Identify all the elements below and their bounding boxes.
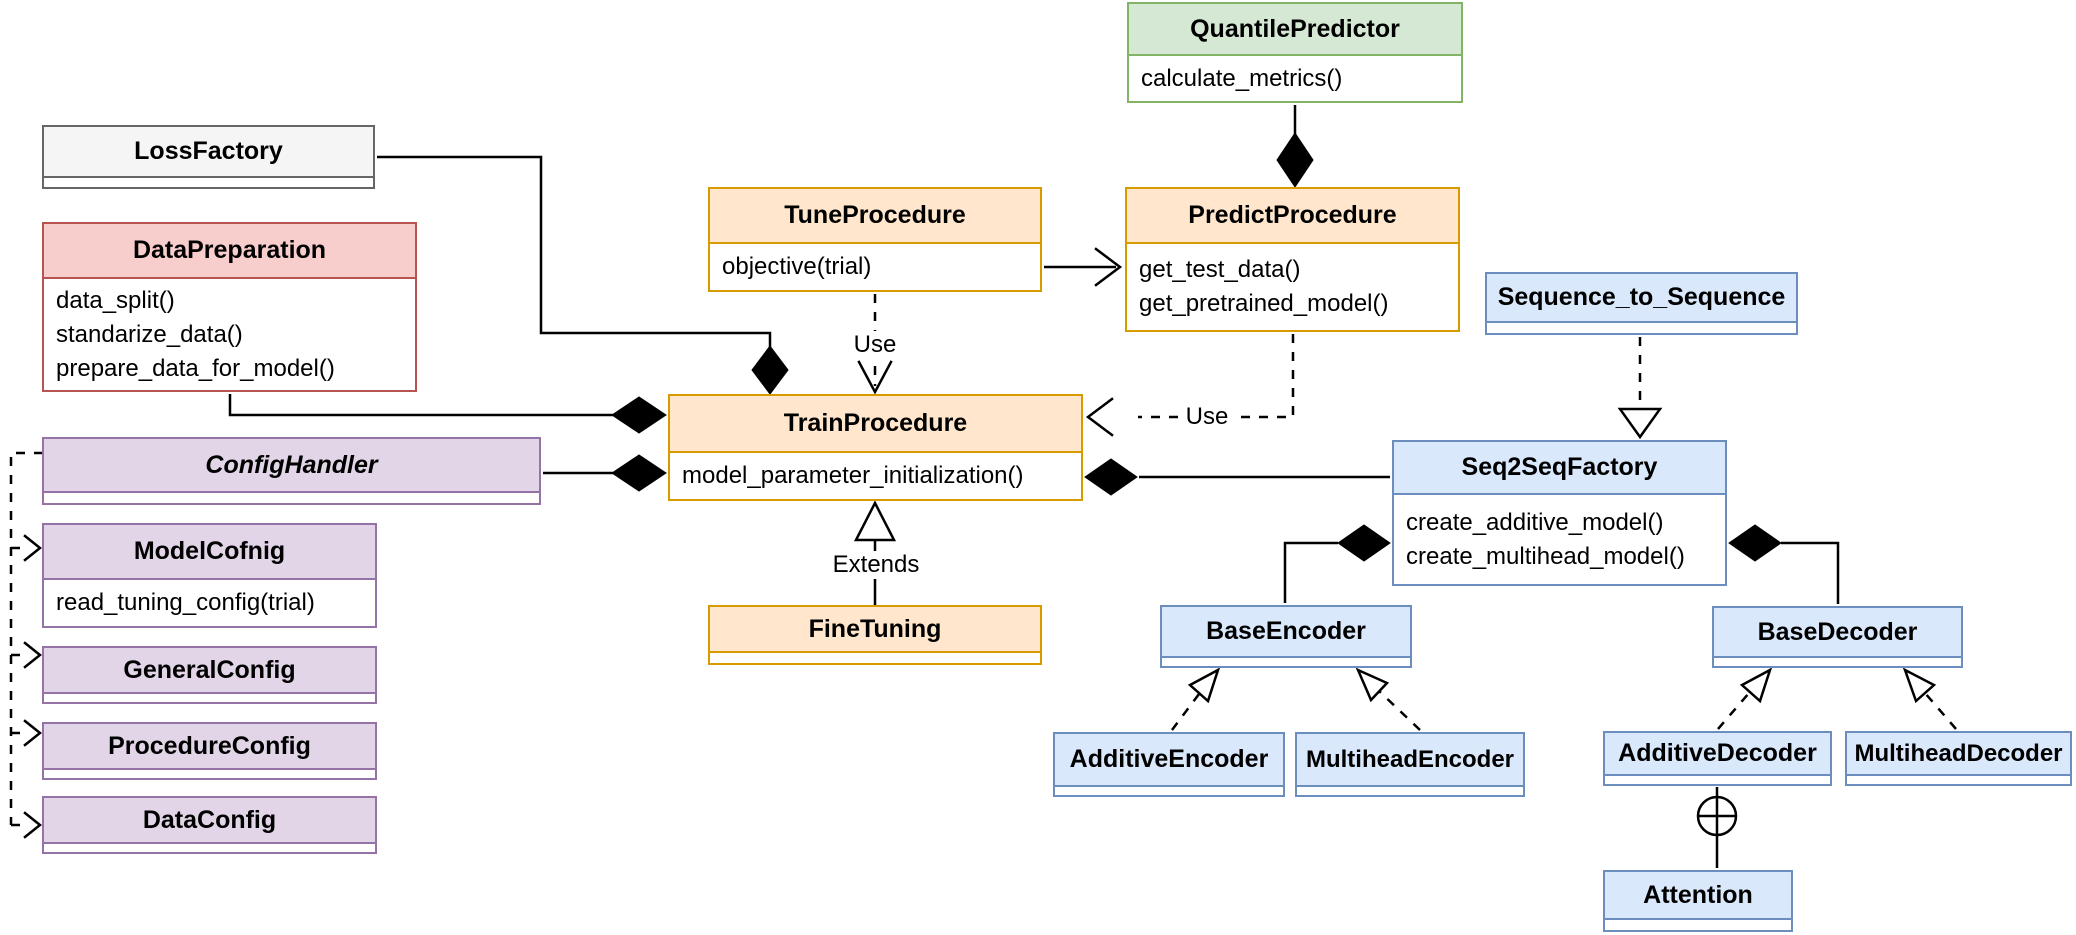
class-title: ModelCofnig <box>44 525 375 578</box>
method-label: standarize_data() <box>56 320 243 348</box>
class-title: Seq2SeqFactory <box>1394 442 1725 493</box>
class-tune-procedure[interactable]: TuneProcedure objective(trial) <box>708 187 1042 292</box>
class-attention[interactable]: Attention <box>1603 870 1793 932</box>
class-model-cofnig[interactable]: ModelCofnig read_tuning_config(trial) <box>42 523 377 628</box>
edge-quantilepredictor-predictprocedure-composition <box>1276 105 1314 188</box>
empty-compartment <box>44 842 375 852</box>
empty-compartment <box>1297 785 1523 795</box>
class-title: AdditiveEncoder <box>1055 734 1283 785</box>
empty-compartment <box>1714 656 1961 666</box>
class-methods: objective(trial) <box>710 242 1040 290</box>
class-title: LossFactory <box>44 127 373 176</box>
method-label: calculate_metrics() <box>1141 64 1343 92</box>
class-title: MultiheadEncoder <box>1297 734 1523 785</box>
class-title: QuantilePredictor <box>1129 4 1461 54</box>
class-sequence-to-sequence[interactable]: Sequence_to_Sequence <box>1485 272 1798 335</box>
edge-additiveencoder-baseencoder-realization <box>1171 667 1221 731</box>
method-label: get_pretrained_model() <box>1139 290 1389 317</box>
class-methods: model_parameter_initialization() <box>670 451 1081 499</box>
class-title: ConfigHandler <box>44 439 539 491</box>
edge-sequencetosequence-seq2seqfactory-realization <box>1617 337 1663 440</box>
method-label: model_parameter_initialization() <box>682 462 1024 489</box>
edge-multiheaddecoder-basedecoder-realization <box>1902 667 1957 730</box>
empty-compartment <box>44 491 539 503</box>
edge-tuneprocedure-predictprocedure-arrow <box>1044 247 1123 287</box>
edge-confighandler-trainprocedure-composition <box>543 454 667 492</box>
method-label: get_test_data() <box>1139 256 1301 283</box>
empty-compartment <box>44 176 373 187</box>
empty-compartment <box>1487 321 1796 333</box>
class-title: MultiheadDecoder <box>1847 733 2070 774</box>
edge-label-use: Use <box>1181 403 1233 431</box>
edge-seq2seqfactory-trainprocedure-composition <box>1084 458 1390 496</box>
edge-label-extends: Extends <box>828 551 924 579</box>
class-title: Sequence_to_Sequence <box>1487 274 1796 321</box>
class-title: BaseEncoder <box>1162 607 1410 656</box>
class-methods: get_test_data() get_pretrained_model() <box>1127 242 1458 330</box>
class-general-config[interactable]: GeneralConfig <box>42 646 377 704</box>
edge-multiheadencoder-baseencoder-realization <box>1355 667 1421 731</box>
method-label: objective(trial) <box>722 253 872 280</box>
class-additive-encoder[interactable]: AdditiveEncoder <box>1053 732 1285 797</box>
class-loss-factory[interactable]: LossFactory <box>42 125 375 189</box>
class-title: DataConfig <box>44 798 375 842</box>
class-title: Attention <box>1605 872 1791 918</box>
class-procedure-config[interactable]: ProcedureConfig <box>42 722 377 780</box>
class-methods: create_additive_model() create_multihead… <box>1394 493 1725 584</box>
class-quantile-predictor[interactable]: QuantilePredictor calculate_metrics() <box>1127 2 1463 103</box>
edge-additivedecoder-attention-containment <box>1696 787 1738 868</box>
empty-compartment <box>44 768 375 778</box>
edge-additivedecoder-basedecoder-realization <box>1717 667 1773 730</box>
edge-basedecoder-seq2seqfactory-composition <box>1728 524 1840 604</box>
class-methods: calculate_metrics() <box>1129 54 1461 101</box>
class-train-procedure[interactable]: TrainProcedure model_parameter_initializ… <box>668 394 1083 501</box>
class-base-decoder[interactable]: BaseDecoder <box>1712 606 1963 668</box>
class-methods: data_split() standarize_data() prepare_d… <box>44 277 415 390</box>
class-data-preparation[interactable]: DataPreparation data_split() standarize_… <box>42 222 417 392</box>
class-title: GeneralConfig <box>44 648 375 692</box>
class-base-encoder[interactable]: BaseEncoder <box>1160 605 1412 668</box>
edge-datapreparation-trainprocedure-composition <box>228 394 667 434</box>
class-title: ProcedureConfig <box>44 724 375 768</box>
method-label: data_split() <box>56 286 175 314</box>
empty-compartment <box>1605 774 1830 784</box>
class-title: FineTuning <box>710 607 1040 651</box>
class-methods: read_tuning_config(trial) <box>44 578 375 626</box>
class-title: TrainProcedure <box>670 396 1081 451</box>
method-label: prepare_data_for_model() <box>56 354 335 382</box>
class-fine-tuning[interactable]: FineTuning <box>708 605 1042 665</box>
class-title: PredictProcedure <box>1127 189 1458 242</box>
class-predict-procedure[interactable]: PredictProcedure get_test_data() get_pre… <box>1125 187 1460 332</box>
edge-label-use: Use <box>849 331 901 359</box>
empty-compartment <box>710 651 1040 663</box>
class-data-config[interactable]: DataConfig <box>42 796 377 854</box>
class-title: TuneProcedure <box>710 189 1040 242</box>
class-title: AdditiveDecoder <box>1605 733 1830 774</box>
edge-baseencoder-seq2seqfactory-composition <box>1283 524 1391 603</box>
empty-compartment <box>1605 918 1791 930</box>
edge-confighandler-configclasses-dependencies <box>9 451 43 839</box>
edge-tuneprocedure-trainprocedure-use <box>857 294 893 395</box>
empty-compartment <box>1162 656 1410 666</box>
class-multihead-decoder[interactable]: MultiheadDecoder <box>1845 731 2072 786</box>
class-title: DataPreparation <box>44 224 415 277</box>
class-seq2seq-factory[interactable]: Seq2SeqFactory create_additive_model() c… <box>1392 440 1727 586</box>
class-config-handler[interactable]: ConfigHandler <box>42 437 541 505</box>
empty-compartment <box>1055 785 1283 795</box>
empty-compartment <box>1847 774 2070 784</box>
method-label: read_tuning_config(trial) <box>56 589 315 616</box>
class-title: BaseDecoder <box>1714 608 1961 656</box>
class-multihead-encoder[interactable]: MultiheadEncoder <box>1295 732 1525 797</box>
class-additive-decoder[interactable]: AdditiveDecoder <box>1603 731 1832 786</box>
method-label: create_multihead_model() <box>1406 542 1685 570</box>
method-label: create_additive_model() <box>1406 508 1664 536</box>
empty-compartment <box>44 692 375 702</box>
